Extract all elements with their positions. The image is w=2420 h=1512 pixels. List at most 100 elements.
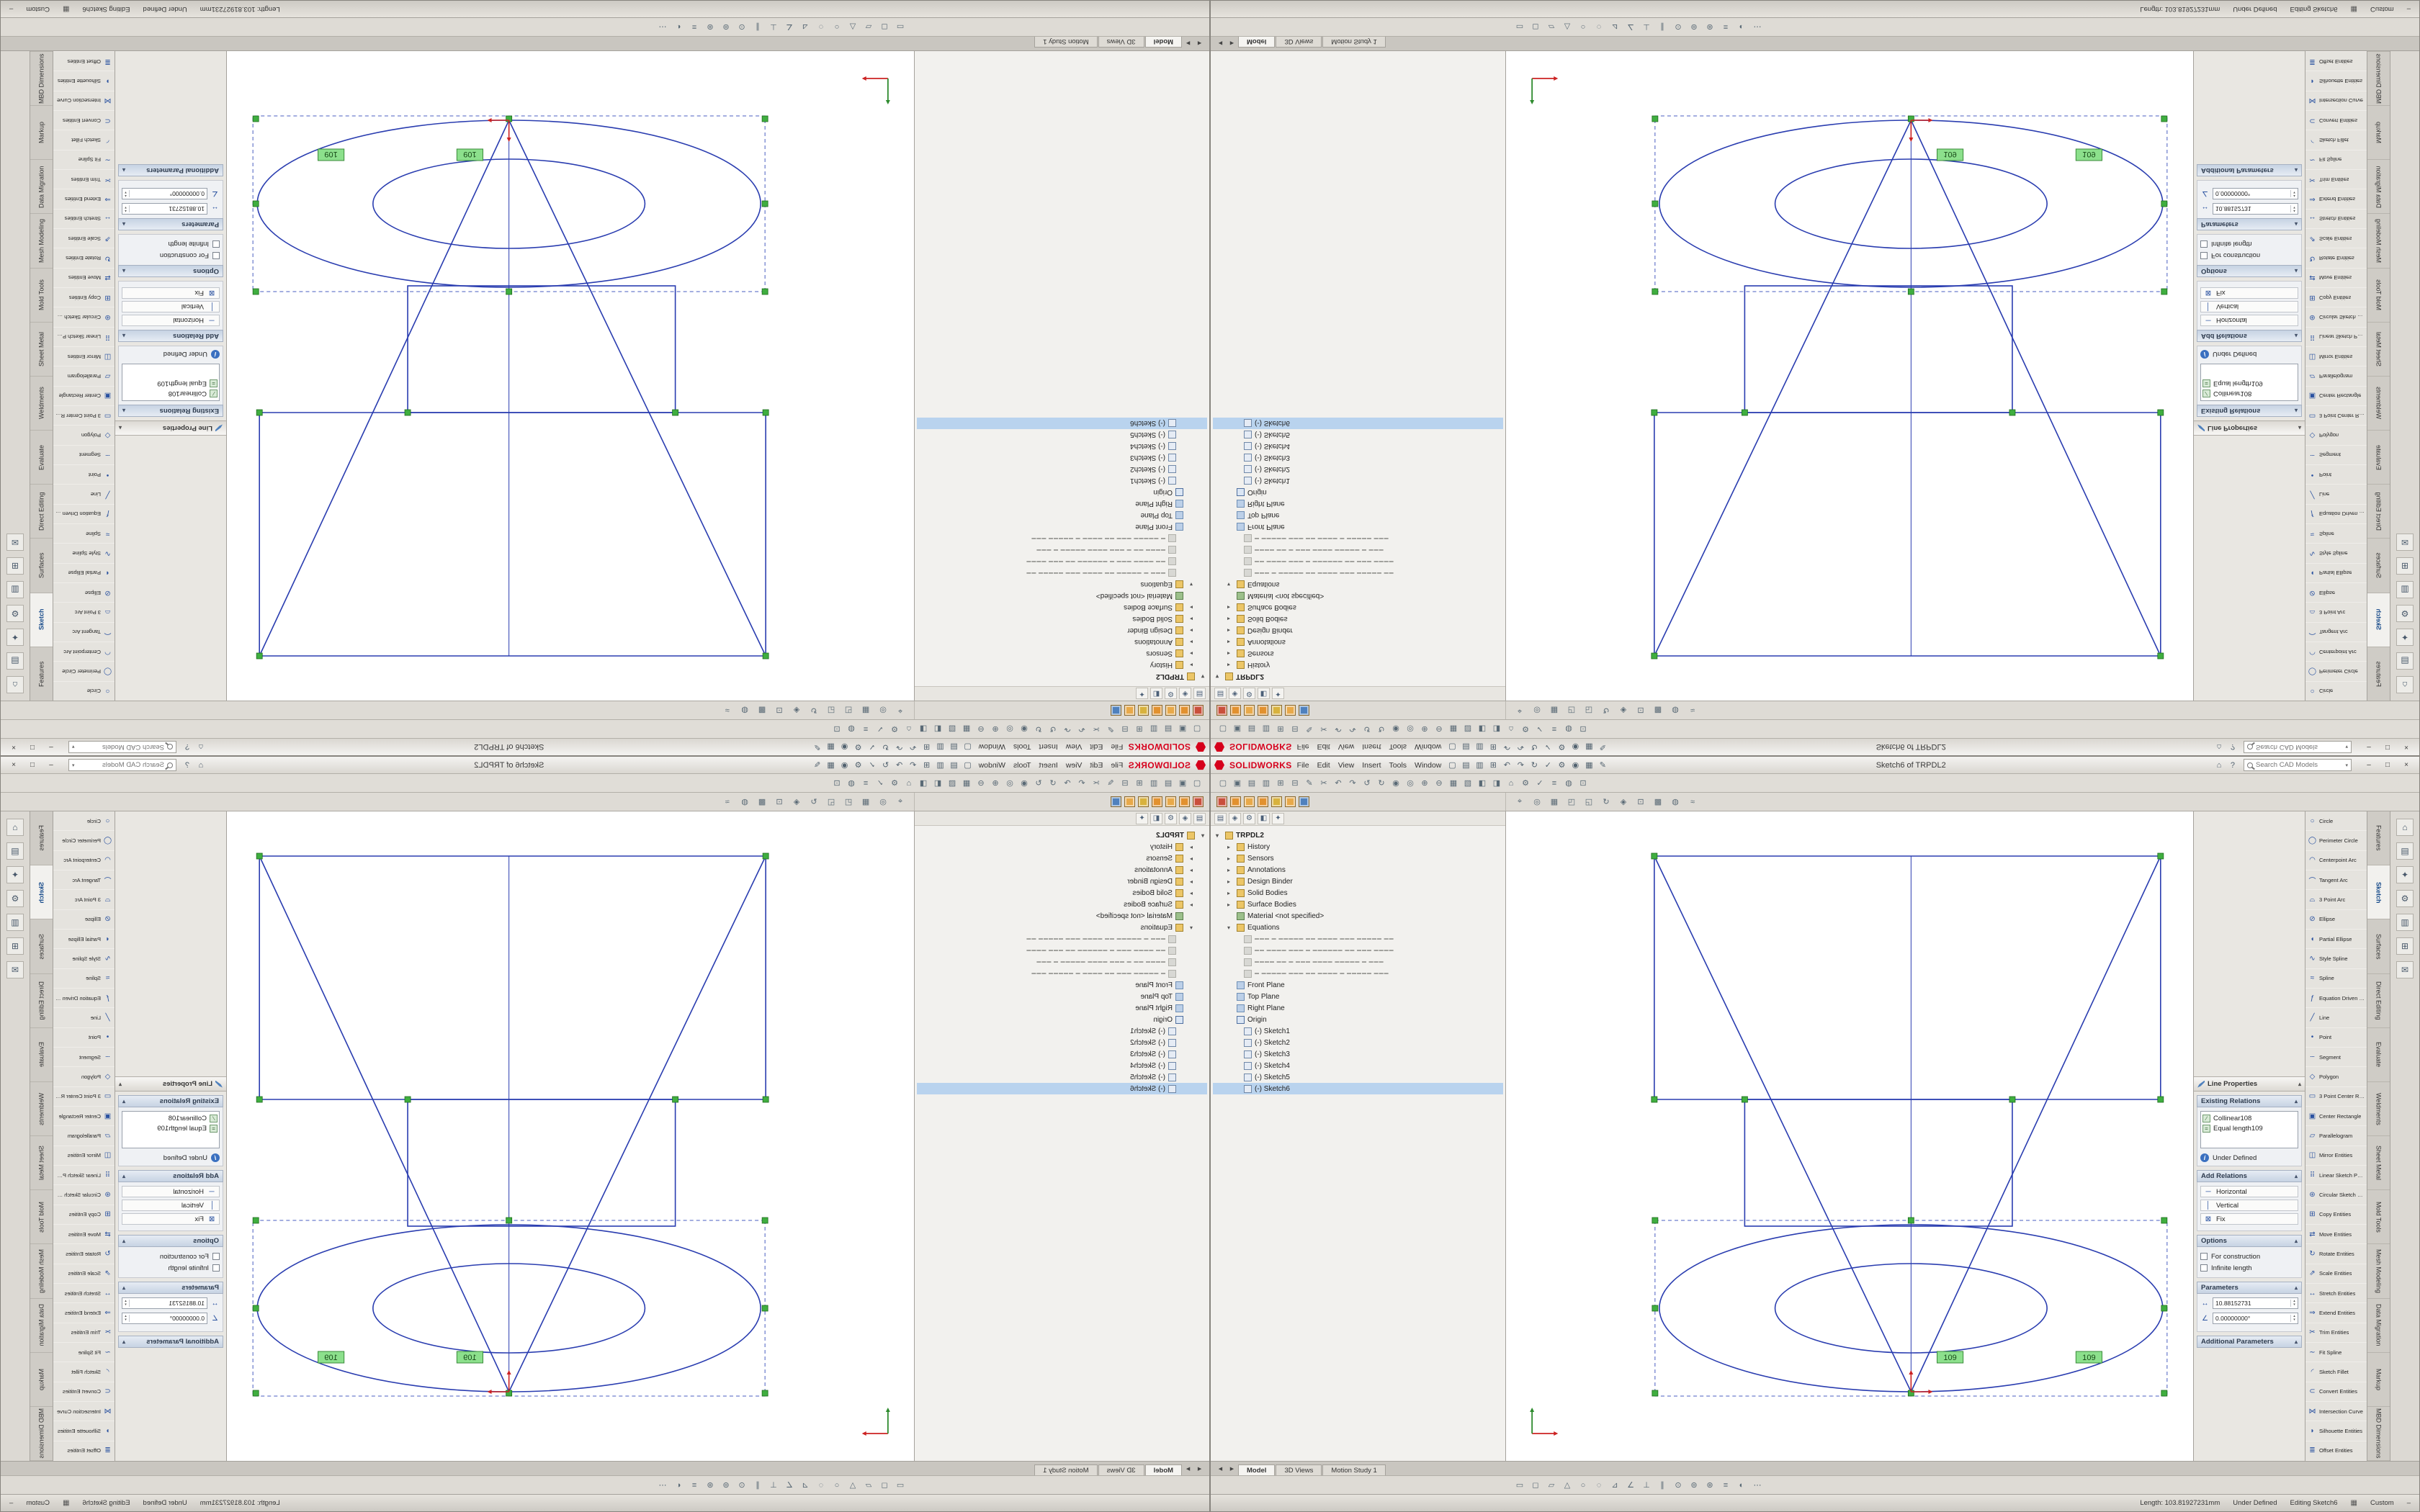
bottom-toolbar-icon[interactable]: ▱: [1548, 22, 1555, 31]
toolbar-icon[interactable]: ⊖: [1435, 779, 1443, 788]
window-control-button[interactable]: □: [2385, 743, 2390, 751]
sketch-tool-button[interactable]: ◇ Polygon: [53, 1067, 115, 1087]
bottom-toolbar-icon[interactable]: ○: [1580, 1480, 1586, 1490]
spinner-down-icon[interactable]: ▾: [2293, 205, 2295, 210]
view-cube-icon[interactable]: [1124, 705, 1135, 716]
relation-item[interactable]: = Equal length109: [2202, 1123, 2296, 1133]
tree-expand-icon[interactable]: ▸: [1189, 855, 1193, 862]
toolbar-icon[interactable]: ✓: [877, 779, 884, 788]
tree-expand-icon[interactable]: ▾: [1189, 924, 1193, 931]
tab-scroll-right-icon[interactable]: ▶: [1186, 1466, 1191, 1472]
feature-tree-item[interactable]: (-) Sketch3: [1213, 1048, 1503, 1060]
bottom-toolbar-icon[interactable]: △: [1564, 22, 1571, 31]
command-manager-tab[interactable]: MBD Dimensions: [2367, 1407, 2390, 1462]
tree-expand-icon[interactable]: ▸: [1227, 855, 1231, 862]
relations-listbox[interactable]: ∕ Collinear108 = Equal length109: [122, 1111, 220, 1148]
spinner-down-icon[interactable]: ▾: [2293, 190, 2295, 194]
heads-up-icon[interactable]: ≈: [1690, 706, 1695, 715]
feature-tree-item[interactable]: (-) Sketch6: [917, 418, 1207, 429]
bottom-toolbar-icon[interactable]: ⊙: [738, 1481, 745, 1490]
chevron-up-icon[interactable]: ▴: [2294, 333, 2298, 339]
command-manager-tab[interactable]: MBD Dimensions: [30, 50, 53, 106]
toolbar-icon[interactable]: ▦: [962, 724, 971, 733]
quick-access-icon[interactable]: ↶: [909, 742, 917, 751]
command-manager-tab[interactable]: Evaluate: [30, 1027, 53, 1082]
toolbar-icon[interactable]: ⊡: [833, 724, 841, 733]
toolbar-icon[interactable]: ◍: [1565, 724, 1572, 733]
view-cube-icon[interactable]: [1230, 796, 1241, 807]
bottom-toolbar-icon[interactable]: ◌: [1596, 1480, 1602, 1490]
heads-up-icon[interactable]: ◱: [827, 706, 835, 714]
sketch-tool-button[interactable]: ◜ Sketch Fillet: [2305, 130, 2367, 150]
bottom-toolbar-icon[interactable]: ⋯: [1753, 22, 1762, 31]
view-cube-icon[interactable]: [1271, 796, 1282, 807]
toolbar-icon[interactable]: ▧: [1464, 724, 1472, 733]
sketch-tool-button[interactable]: ○ Circle: [53, 811, 115, 832]
quick-access-icon[interactable]: ▥: [936, 761, 944, 770]
toolbar-icon[interactable]: ▣: [1178, 724, 1187, 733]
feature-manager-tab-icon[interactable]: ◧: [1150, 688, 1162, 700]
view-cube-icon[interactable]: [1285, 705, 1296, 716]
sketch-tool-button[interactable]: ✂ Trim Entities: [2305, 169, 2367, 189]
feature-tree-item[interactable]: Front Plane: [1213, 521, 1503, 533]
toolbar-icon[interactable]: ◨: [1492, 724, 1501, 733]
sketch-tool-button[interactable]: ⊂ Convert Entities: [53, 1382, 115, 1402]
feature-tree-item[interactable]: Front Plane: [1213, 979, 1503, 991]
sketch-tool-button[interactable]: • Point: [2305, 1028, 2367, 1048]
toolbar-icon[interactable]: ✓: [1536, 779, 1543, 788]
feature-manager-tab-icon[interactable]: ▤: [1193, 812, 1206, 824]
search-input[interactable]: [2255, 761, 2343, 769]
sketch-tool-button[interactable]: ▱ Parallelogram: [2305, 366, 2367, 386]
bottom-toolbar-icon[interactable]: ≡: [691, 1480, 697, 1490]
feature-manager-tab-icon[interactable]: ✦: [1136, 688, 1148, 700]
toolbar-icon[interactable]: ◎: [1006, 779, 1013, 788]
tree-expand-icon[interactable]: ▸: [1189, 889, 1193, 896]
feature-tree-item[interactable]: ▸ Sensors: [917, 852, 1207, 864]
sketch-tool-button[interactable]: ◖ Partial Ellipse: [53, 929, 115, 950]
task-pane-icon[interactable]: ⌂: [2396, 676, 2414, 693]
heads-up-icon[interactable]: ◈: [1620, 798, 1627, 806]
tree-expand-icon[interactable]: ▸: [1227, 627, 1231, 634]
task-pane-icon[interactable]: ✦: [6, 866, 24, 883]
sketch-tool-button[interactable]: ⌓ 3 Point Arc: [2305, 890, 2367, 910]
option-row[interactable]: For construction: [122, 1251, 220, 1262]
view-cube-icon[interactable]: [1244, 705, 1255, 716]
search-box[interactable]: ▾: [68, 759, 177, 771]
search-dropdown-icon[interactable]: ▾: [72, 744, 75, 750]
feature-tree-item[interactable]: ▬▬ ▬▬▬▬ ▬▬▬ ▬ ▬▬▬▬▬▬ ▬▬ ▬▬▬ ▬▬▬▬: [917, 945, 1207, 956]
feature-tree-item[interactable]: ▸ Sensors: [917, 648, 1207, 660]
bottom-toolbar-icon[interactable]: ◐: [676, 1480, 681, 1490]
sketch-tool-button[interactable]: ▣ Center Rectangle: [53, 385, 115, 406]
window-control-button[interactable]: –: [2367, 761, 2371, 769]
chevron-up-icon[interactable]: ▴: [122, 268, 126, 274]
relations-listbox[interactable]: ∕ Collinear108 = Equal length109: [122, 364, 220, 401]
quick-access-icon[interactable]: ▦: [827, 761, 835, 770]
sketch-tool-button[interactable]: ◖ Partial Ellipse: [2305, 562, 2367, 583]
relations-listbox[interactable]: ∕ Collinear108 = Equal length109: [2200, 1111, 2298, 1148]
sketch-tool-button[interactable]: ↻ Rotate Entities: [53, 248, 115, 268]
feature-tree-item[interactable]: ▬▬▬ ▬ ▬▬▬▬▬ ▬▬ ▬▬▬▬ ▬▬▬ ▬▬▬▬▬ ▬▬: [917, 933, 1207, 945]
feature-tree-item[interactable]: (-) Sketch1: [1213, 1025, 1503, 1037]
bottom-toolbar-icon[interactable]: ▭: [896, 1481, 905, 1490]
bottom-toolbar-icon[interactable]: ⊥: [770, 22, 777, 31]
option-row[interactable]: For construction: [122, 250, 220, 261]
toolbar-icon[interactable]: ≡: [863, 778, 869, 788]
quick-access-icon[interactable]: ▤: [950, 761, 958, 770]
sketch-tool-button[interactable]: ⌒ Tangent Arc: [2305, 870, 2367, 891]
feature-tree-item[interactable]: ▸ History: [1213, 660, 1503, 671]
toolbar-icon[interactable]: ✓: [1536, 724, 1543, 733]
window-control-button[interactable]: ×: [2404, 761, 2408, 769]
feature-tree-item[interactable]: ▾ TRPDL2: [917, 671, 1207, 683]
bottom-toolbar-icon[interactable]: ⊛: [1706, 1481, 1713, 1490]
sketch-tool-button[interactable]: ╱ Line: [53, 484, 115, 504]
window-control-button[interactable]: ×: [12, 743, 16, 751]
menu-item[interactable]: Tools: [1013, 760, 1031, 770]
parameters-header[interactable]: Parameters ▴: [118, 218, 223, 230]
heads-up-icon[interactable]: ◎: [1533, 706, 1541, 714]
feature-tree-item[interactable]: Top Plane: [917, 510, 1207, 521]
feature-tree-item[interactable]: Material <not specified>: [917, 590, 1207, 602]
options-header[interactable]: Options ▴: [118, 1235, 223, 1247]
command-manager-tab[interactable]: Sketch: [2367, 592, 2390, 647]
sketch-tool-button[interactable]: ↻ Rotate Entities: [53, 1244, 115, 1264]
feature-tree-item[interactable]: (-) Sketch5: [917, 429, 1207, 441]
